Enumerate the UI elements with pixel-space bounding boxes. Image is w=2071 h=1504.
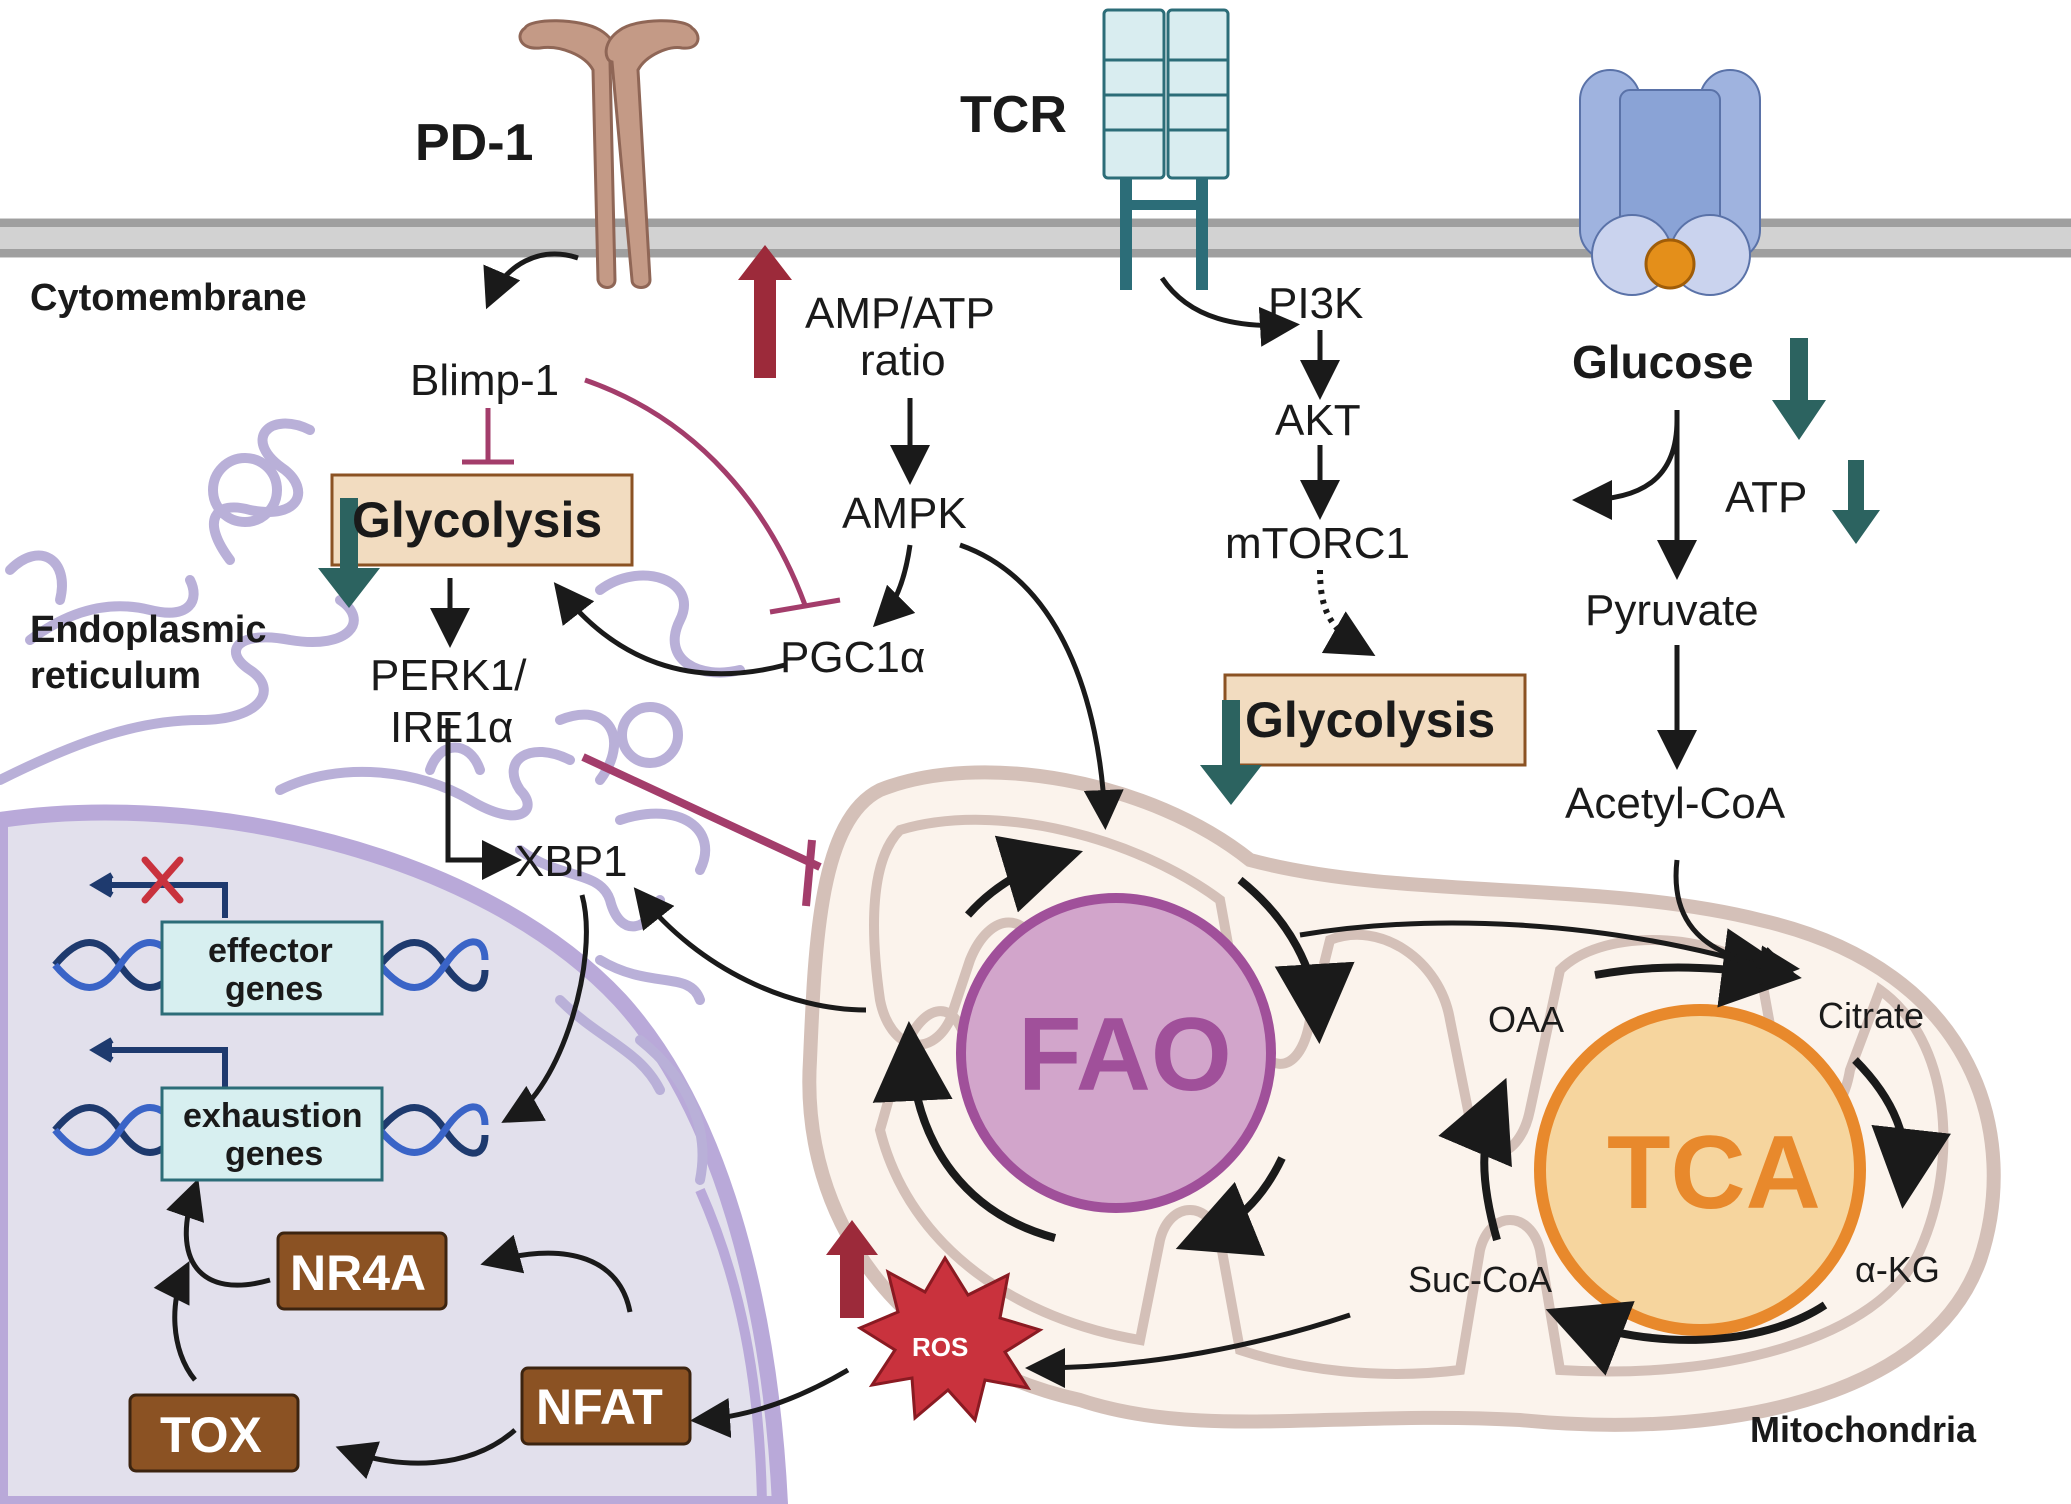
er-label-line2: reticulum: [30, 655, 201, 697]
down-arrow-icon: [1200, 700, 1262, 805]
fao-circle: [956, 893, 1276, 1213]
fao-cycle-arrows: [872, 835, 1355, 1257]
effector-genes-box: [160, 920, 384, 1016]
exhaustion-genes-label-line2: genes: [225, 1135, 323, 1173]
gene-promoter-arrows: [89, 872, 228, 1090]
pgc1a-label: PGC1α: [780, 633, 925, 682]
tcr-receptor: [1102, 8, 1230, 290]
nfat-box: [520, 1366, 692, 1446]
exhaustion-genes-label-line1: exhaustion: [183, 1097, 362, 1135]
down-arrow-icon: [1772, 338, 1826, 440]
xbp1-label: XBP1: [515, 837, 628, 886]
mtorc1-label: mTORC1: [1225, 519, 1410, 568]
amp-atp-label-line2: ratio: [860, 336, 946, 385]
glycolysis-left-label: Glycolysis: [352, 492, 602, 548]
pyruvate-label: Pyruvate: [1585, 586, 1759, 635]
pd1-receptor: [518, 19, 700, 289]
pi3k-label: PI3K: [1268, 279, 1363, 328]
blocked-x-icon: [141, 856, 184, 904]
blimp1-label: Blimp-1: [410, 356, 559, 405]
glucose-transporter: [1579, 69, 1761, 296]
nr4a-box: [276, 1231, 448, 1311]
mtorc1-to-glycolysis-arrow: [1317, 569, 1376, 656]
er-label-line1: Endoplasmic: [30, 609, 267, 651]
nuclear-envelope-outer: [695, 1187, 767, 1504]
atp-label: ATP: [1725, 473, 1807, 522]
perk-label-line1: PERK1/: [370, 651, 527, 700]
citrate-label: Citrate: [1818, 995, 1924, 1036]
fao-label: FAO: [1018, 997, 1232, 1113]
amp-atp-label-line1: AMP/ATP: [805, 289, 995, 338]
down-arrow-icon: [1832, 460, 1880, 544]
pd1-label: PD-1: [415, 114, 533, 172]
tcr-label: TCR: [960, 86, 1067, 144]
tox-label: TOX: [160, 1407, 262, 1463]
tca-circle: [1534, 1004, 1866, 1336]
effector-genes-label-line1: effector: [208, 932, 333, 970]
nfat-label: NFAT: [536, 1379, 663, 1435]
exhaustion-genes-box: [160, 1086, 384, 1182]
akg-label: α-KG: [1855, 1249, 1940, 1290]
glucose-label: Glucose: [1572, 336, 1754, 388]
perk-label-line2: IRE1α: [390, 703, 513, 752]
succoa-label: Suc-CoA: [1408, 1259, 1552, 1300]
effector-genes-label-line2: genes: [225, 970, 323, 1008]
tca-cycle-arrows: [1438, 928, 1951, 1376]
tox-box: [128, 1393, 300, 1473]
nr4a-label: NR4A: [290, 1245, 426, 1301]
cytomembrane-label: Cytomembrane: [30, 277, 307, 319]
glycolysis-right-box: [1223, 673, 1527, 767]
ros-label: ROS: [912, 1332, 968, 1362]
oaa-label: OAA: [1488, 999, 1564, 1040]
mitochondria-label: Mitochondria: [1750, 1409, 1977, 1450]
up-arrow-icon: [826, 1220, 878, 1318]
glycolysis-left-box: [330, 473, 634, 567]
ampk-label: AMPK: [842, 489, 967, 538]
akt-label: AKT: [1275, 396, 1361, 445]
acetyl-coa-label: Acetyl-CoA: [1565, 779, 1786, 828]
tca-label: TCA: [1607, 1115, 1821, 1231]
inhibition-lines: [462, 377, 841, 907]
ros-burst: [856, 1255, 1044, 1424]
activation-arrows: [153, 251, 1800, 1480]
down-arrow-icon: [318, 498, 380, 608]
glycolysis-right-label: Glycolysis: [1245, 692, 1495, 748]
up-arrow-icon: [738, 245, 792, 378]
